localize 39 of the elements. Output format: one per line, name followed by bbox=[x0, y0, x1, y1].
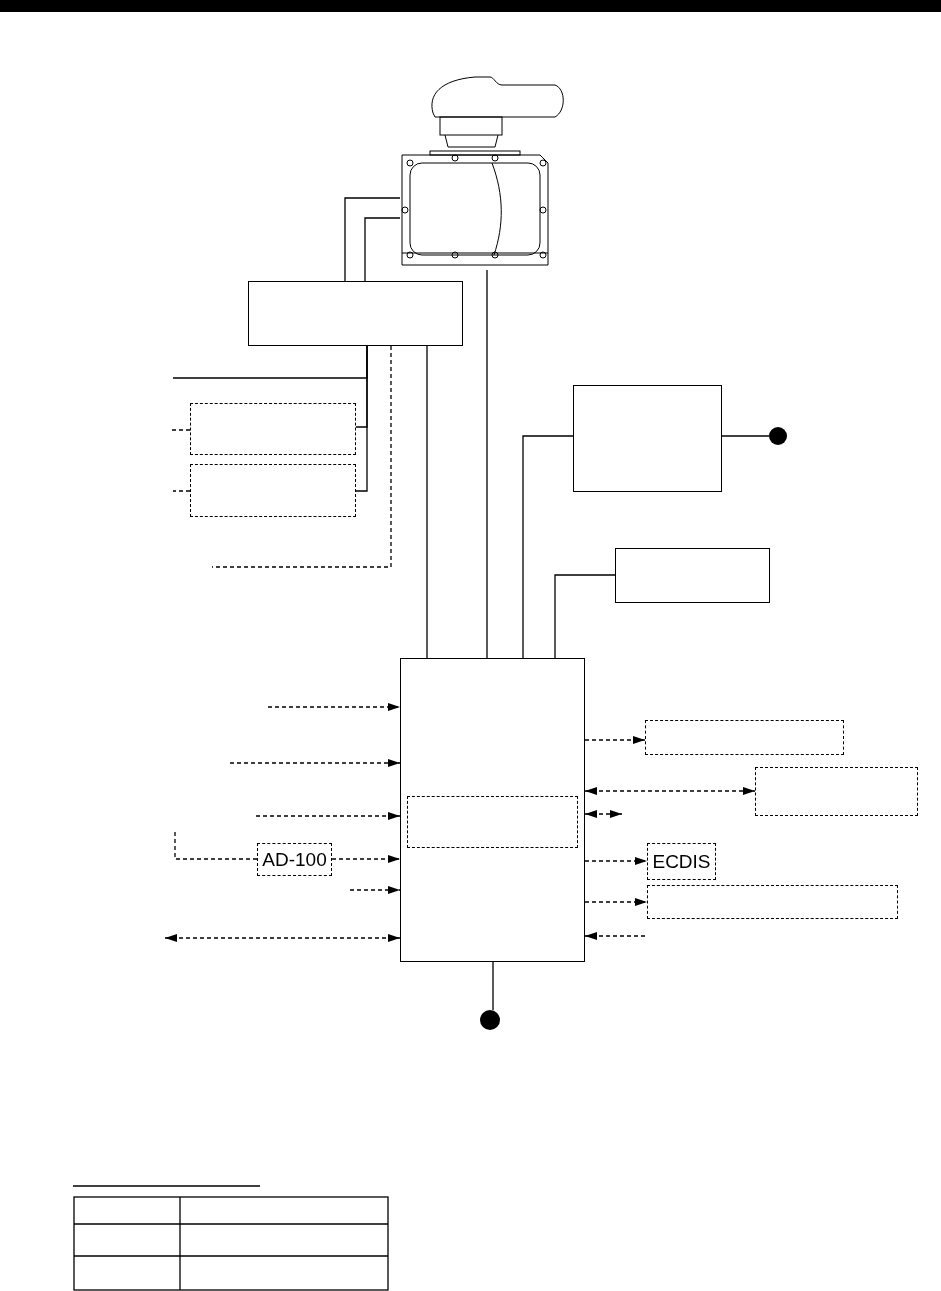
equipment-box bbox=[400, 658, 585, 962]
arrow bbox=[584, 898, 648, 906]
connector-line bbox=[211, 345, 392, 568]
arrow bbox=[349, 886, 401, 894]
connector-line bbox=[174, 831, 258, 860]
equipment-box bbox=[615, 548, 770, 603]
equipment-box bbox=[407, 796, 578, 848]
device-label: AD-100 bbox=[257, 843, 332, 876]
equipment-box bbox=[755, 767, 918, 816]
terminal-dot bbox=[480, 1010, 500, 1030]
double-arrow bbox=[164, 934, 401, 942]
device-label: ECDIS bbox=[647, 843, 716, 880]
connector-line bbox=[172, 490, 191, 492]
connector-line bbox=[522, 435, 574, 659]
equipment-box bbox=[190, 464, 356, 517]
arrow bbox=[584, 932, 646, 940]
connector-line bbox=[721, 435, 770, 437]
equipment-box bbox=[248, 281, 463, 346]
arrow bbox=[255, 812, 401, 820]
arrow bbox=[229, 759, 401, 767]
equipment-box bbox=[573, 385, 722, 492]
arrow bbox=[584, 857, 648, 865]
connector-line bbox=[170, 429, 191, 431]
equipment-box bbox=[190, 403, 356, 455]
connector-line bbox=[486, 269, 488, 659]
equipment-box bbox=[647, 885, 898, 919]
arrow bbox=[331, 855, 401, 863]
double-arrow bbox=[584, 810, 623, 818]
connector-line bbox=[355, 345, 368, 492]
connector-line bbox=[554, 574, 616, 659]
connector-line bbox=[426, 345, 428, 659]
arrow bbox=[267, 703, 401, 711]
connector-line bbox=[344, 197, 401, 282]
connector-line bbox=[364, 217, 401, 282]
equipment-box bbox=[645, 720, 844, 755]
terminal-dot bbox=[769, 427, 787, 445]
connector-line bbox=[492, 961, 494, 1011]
double-arrow bbox=[584, 787, 756, 795]
arrow bbox=[584, 736, 646, 744]
